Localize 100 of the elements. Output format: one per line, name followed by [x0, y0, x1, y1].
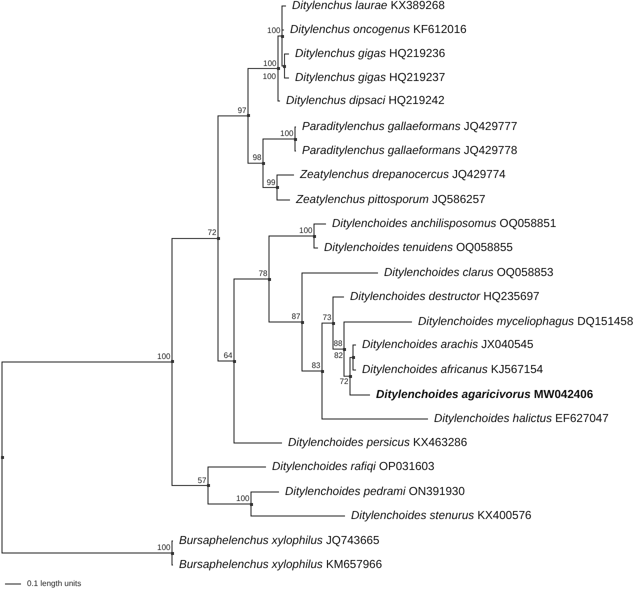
branch-node — [280, 34, 284, 38]
bootstrap-value: 88 — [334, 339, 342, 348]
branch-node — [342, 348, 346, 351]
branch-node — [352, 356, 354, 359]
tree-branch — [322, 370, 428, 420]
taxon-label: Bursaphelenchus xylophilus JQ743665 — [173, 533, 380, 549]
tree-branch — [234, 278, 270, 362]
bootstrap-value: 72 — [208, 228, 216, 238]
tree-branch — [172, 540, 174, 554]
tree-branch — [344, 322, 412, 350]
bootstrap-value: 97 — [238, 106, 246, 115]
tree-branch — [2, 456, 172, 554]
branch-node — [262, 162, 264, 165]
branch-node — [170, 360, 174, 364]
tree-branch — [248, 115, 264, 164]
bootstrap-value: 100 — [280, 129, 294, 138]
tree-branch — [344, 348, 350, 377]
branch-node — [250, 502, 252, 506]
taxon-label: Ditylenchus oncogenus KF612016 — [284, 22, 467, 38]
bootstrap-value: 98 — [252, 153, 262, 162]
branch-node — [348, 374, 352, 378]
tree-branch — [284, 66, 290, 78]
branch-node — [276, 67, 280, 70]
tree-branch — [218, 238, 234, 362]
taxon-label: Ditylenchus dipsaci HQ219242 — [280, 93, 445, 109]
bootstrap-value: 64 — [224, 351, 232, 360]
tree-branch — [350, 376, 370, 396]
tree-branch — [352, 357, 356, 370]
bootstrap-value: 100 — [267, 26, 280, 35]
taxon-label: Ditylenchoides agaricivorus MW042406 — [370, 387, 594, 403]
bootstrap-value: 73 — [322, 313, 332, 322]
tree-branch — [268, 278, 302, 323]
tree-branch — [250, 504, 346, 516]
branch-node — [300, 320, 304, 324]
tree-branch — [314, 236, 318, 248]
tree-branch — [302, 322, 322, 372]
bootstrap-value: 99 — [266, 178, 276, 186]
tree-branch — [2, 361, 172, 458]
tree-branch — [352, 344, 356, 358]
taxon-label: Ditylenchoides pedrami ON391930 — [279, 484, 465, 500]
tree-branch — [322, 322, 334, 372]
tree-branch — [302, 272, 378, 323]
bootstrap-value: 100 — [157, 543, 170, 552]
branch-node — [276, 186, 278, 189]
bootstrap-value: 83 — [312, 361, 320, 370]
tree-branch — [284, 54, 290, 66]
branch-node — [246, 114, 250, 118]
taxon-label: Ditylenchoides tenuidens OQ058855 — [318, 240, 513, 256]
tree-branch — [172, 238, 218, 362]
tree-branch — [282, 36, 285, 66]
taxon-label: Ditylenchoides anchilisposomus OQ058851 — [326, 216, 556, 232]
branch-node — [206, 484, 210, 487]
branch-node — [320, 370, 324, 373]
taxon-label: Zeatylenchus pittosporum JQ586257 — [290, 192, 486, 208]
branch-node — [216, 236, 220, 240]
branch-node — [283, 64, 286, 68]
branch-node — [268, 278, 270, 280]
branch-node — [0, 456, 4, 459]
taxon-label: Ditylenchoides stenurus KX400576 — [345, 508, 532, 524]
tree-branch — [276, 174, 294, 188]
tree-branch — [172, 552, 174, 566]
taxon-label: Paraditylenchus gallaeformans JQ429777 — [296, 119, 518, 135]
bootstrap-value: 82 — [334, 351, 343, 360]
tree-branch — [208, 466, 266, 486]
scale-label: 0.1 length units — [27, 579, 82, 589]
tree-branch — [294, 126, 296, 140]
branch-node — [170, 552, 174, 554]
taxon-label: Paraditylenchus gallaeformans JQ429778 — [296, 143, 518, 159]
taxon-label: Ditylenchoides destructor HQ235697 — [344, 289, 540, 305]
tree-branch — [276, 187, 290, 200]
taxon-label: Ditylenchoides myceliophagus DQ151458 — [412, 314, 634, 330]
taxon-label: Ditylenchoides arachis JX040545 — [356, 337, 534, 353]
tree-branch — [262, 162, 278, 188]
taxon-label: Ditylenchus gigas HQ219236 — [289, 46, 446, 62]
bootstrap-value: 100 — [299, 226, 312, 235]
branch-node — [294, 138, 296, 140]
taxon-label: Ditylenchoides halictus EF627047 — [428, 411, 609, 427]
tree-branch — [314, 224, 326, 236]
tree-branch — [350, 357, 354, 377]
bootstrap-value: 100 — [236, 494, 250, 503]
taxon-label: Ditylenchoides clarus OQ058853 — [378, 265, 554, 281]
bootstrap-value: 57 — [198, 476, 206, 484]
taxon-label: Ditylenchoides africanus KJ567154 — [356, 362, 544, 378]
bootstrap-value: 100 — [157, 352, 170, 361]
bootstrap-value: 100 — [262, 72, 276, 81]
taxon-label: Ditylenchus laurae KX389268 — [286, 0, 445, 14]
tree-branch — [234, 360, 282, 444]
branch-node — [332, 322, 334, 325]
bootstrap-value: 72 — [340, 377, 348, 386]
taxon-label: Ditylenchoides persicus KX463286 — [282, 435, 468, 451]
bootstrap-value: 100 — [263, 58, 276, 68]
tree-branch — [278, 68, 280, 102]
tree-branch — [248, 68, 278, 116]
tree-branch — [262, 138, 296, 164]
taxon-label: Bursaphelenchus xylophilus KM657966 — [173, 557, 382, 573]
taxon-label: Ditylenchus gigas HQ219237 — [289, 70, 446, 86]
tree-branch — [332, 322, 344, 350]
branch-node — [232, 360, 236, 362]
tree-branch — [268, 236, 314, 280]
taxon-label: Ditylenchoides rafiqi OP031603 — [266, 459, 434, 475]
